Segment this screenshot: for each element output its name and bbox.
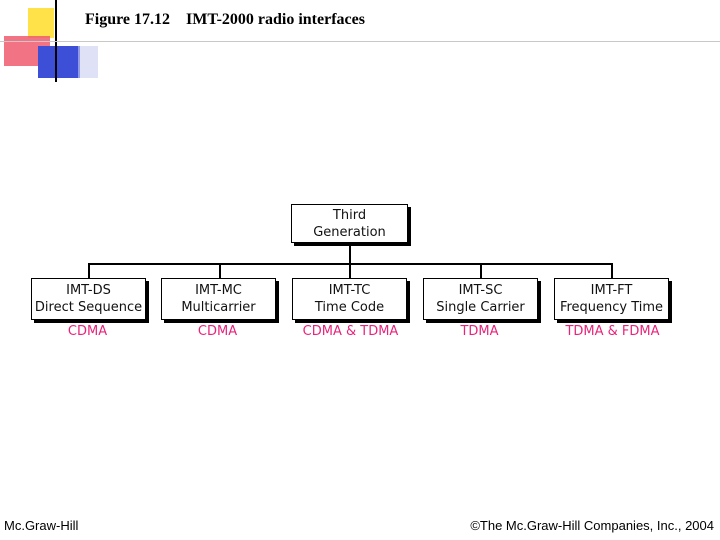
child-node-imt-ft: IMT-FT Frequency Time [554, 278, 669, 320]
technology-label: TDMA [460, 324, 499, 339]
child-name: IMT-FT [590, 283, 633, 298]
connector-child-3 [349, 263, 351, 278]
child-description: Direct Sequence [34, 300, 143, 315]
technology-label: CDMA [197, 324, 238, 339]
footer-publisher: Mc.Graw-Hill [4, 518, 79, 533]
root-node: Third Generation [291, 204, 408, 243]
slide-title: Figure 17.12 IMT-2000 radio interfaces [85, 11, 365, 29]
title-rule [0, 41, 720, 42]
decor-yellow-square [28, 8, 54, 38]
child-description: Single Carrier [436, 300, 525, 315]
technology-label: CDMA [67, 324, 108, 339]
decor-blue-fade [78, 46, 98, 78]
child-description: Time Code [314, 300, 385, 315]
connector-child-2 [219, 263, 221, 278]
child-description: Frequency Time [559, 300, 664, 315]
footer-copyright: ©The Mc.Graw-Hill Companies, Inc., 2004 [470, 518, 714, 533]
figure-title: IMT-2000 radio interfaces [186, 11, 365, 28]
child-node-imt-mc: IMT-MC Multicarrier [161, 278, 276, 320]
connector-child-5 [611, 263, 613, 278]
child-name: IMT-SC [458, 283, 503, 298]
connector-child-1 [88, 263, 90, 278]
root-label-line2: Generation [313, 224, 386, 240]
child-name: IMT-MC [195, 283, 242, 298]
connector-root-down [349, 244, 351, 264]
technology-label: TDMA & FDMA [565, 324, 660, 339]
technology-label: CDMA & TDMA [302, 324, 399, 339]
child-name: IMT-DS [66, 283, 111, 298]
child-node-imt-ds: IMT-DS Direct Sequence [31, 278, 146, 320]
decor-blue-square [38, 46, 80, 78]
child-node-imt-tc: IMT-TC Time Code [292, 278, 407, 320]
connector-child-4 [480, 263, 482, 278]
figure-number: Figure 17.12 [85, 11, 171, 28]
child-description: Multicarrier [181, 300, 256, 315]
root-label-line1: Third [332, 207, 367, 223]
child-node-imt-sc: IMT-SC Single Carrier [423, 278, 538, 320]
child-name: IMT-TC [328, 283, 371, 298]
